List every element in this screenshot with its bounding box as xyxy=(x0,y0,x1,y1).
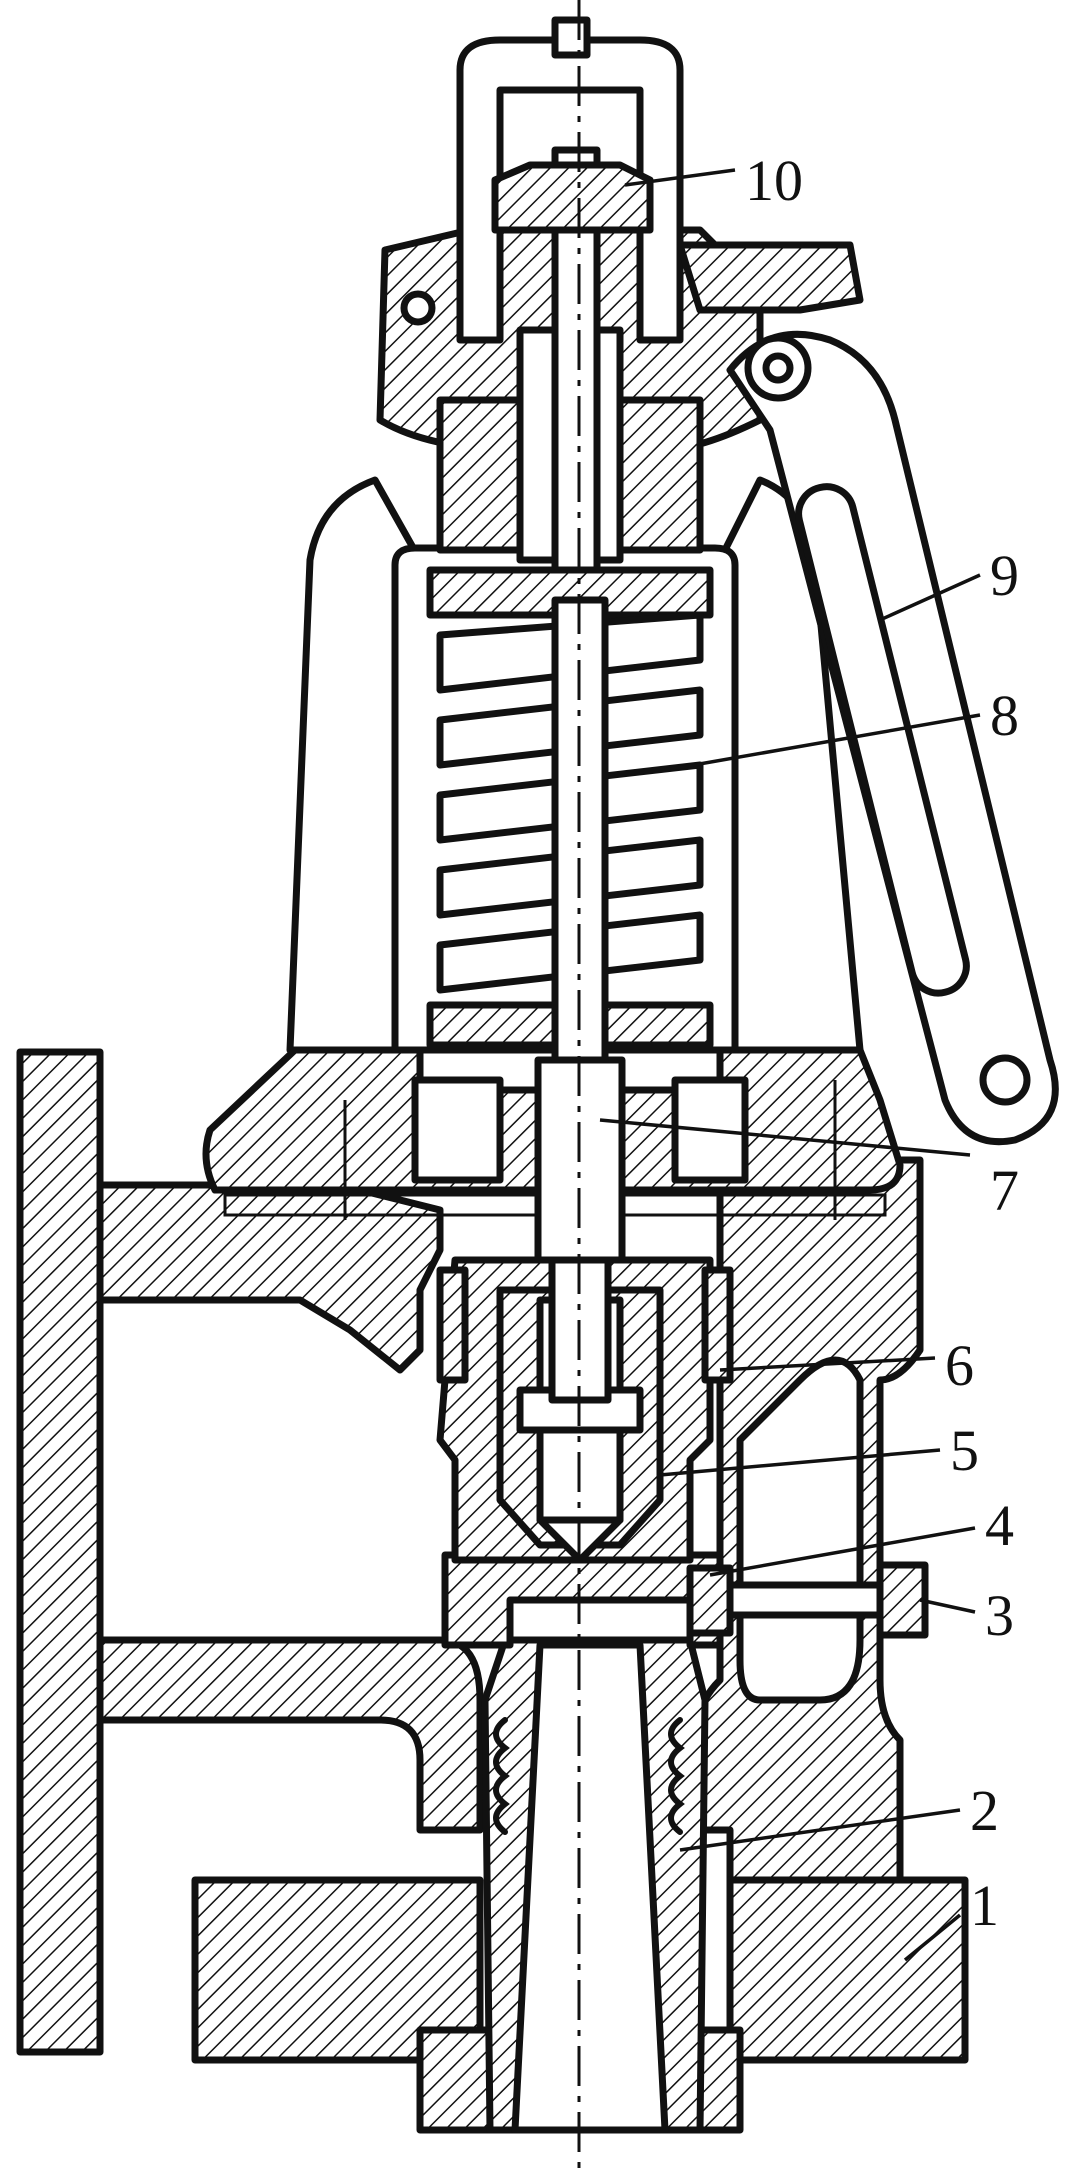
leader-9 xyxy=(879,573,981,622)
label-1: 1 xyxy=(970,1873,999,1938)
leader-3 xyxy=(919,1598,976,1614)
nozzle xyxy=(481,1636,709,2134)
part-labels: 10 9 8 7 6 5 4 3 2 1 xyxy=(745,148,1019,1938)
housing-left-wall xyxy=(286,476,424,1054)
lever-slot xyxy=(795,483,970,997)
guide-left xyxy=(436,1266,469,1384)
ring-body xyxy=(441,1551,724,1649)
cap-stem xyxy=(551,16,591,59)
cap-screw xyxy=(400,290,436,326)
lever-cam xyxy=(676,241,864,314)
locking-screw-head xyxy=(686,1564,734,1637)
label-10: 10 xyxy=(745,148,803,213)
label-3: 3 xyxy=(985,1583,1014,1648)
leader-10 xyxy=(624,168,736,187)
lever-pivot-pin xyxy=(762,352,794,384)
nozzle-bore xyxy=(511,1641,669,2134)
label-2: 2 xyxy=(970,1778,999,1843)
leader-lines xyxy=(599,168,981,1962)
label-7: 7 xyxy=(990,1158,1019,1223)
leader-7 xyxy=(599,1118,971,1157)
protective-cap xyxy=(456,36,684,344)
leader-6 xyxy=(719,1356,936,1372)
adjusting-ring xyxy=(441,1551,929,1649)
locking-nut xyxy=(876,1561,929,1639)
nozzle-thread-left xyxy=(493,1717,510,1835)
guide-right xyxy=(701,1266,734,1384)
nozzle-thread-right xyxy=(668,1717,685,1835)
lock-nut-10 xyxy=(491,161,654,234)
top-assembly xyxy=(376,16,1059,1146)
lever-end-pin xyxy=(979,1054,1031,1106)
leader-4 xyxy=(709,1526,976,1577)
leader-8 xyxy=(664,713,981,772)
disc-assembly xyxy=(436,1256,734,1564)
inlet-neck-lower xyxy=(96,1636,484,1834)
leader-5 xyxy=(659,1448,941,1477)
leader-2 xyxy=(679,1808,961,1852)
label-4: 4 xyxy=(985,1493,1014,1558)
label-6: 6 xyxy=(945,1333,974,1398)
bonnet-pocket-left xyxy=(411,1076,504,1184)
label-8: 8 xyxy=(990,683,1019,748)
locking-screw-shank xyxy=(726,1581,894,1619)
leader-1 xyxy=(903,1913,962,1962)
label-9: 9 xyxy=(990,543,1019,608)
inlet-flange xyxy=(16,1048,104,2056)
label-5: 5 xyxy=(950,1418,979,1483)
